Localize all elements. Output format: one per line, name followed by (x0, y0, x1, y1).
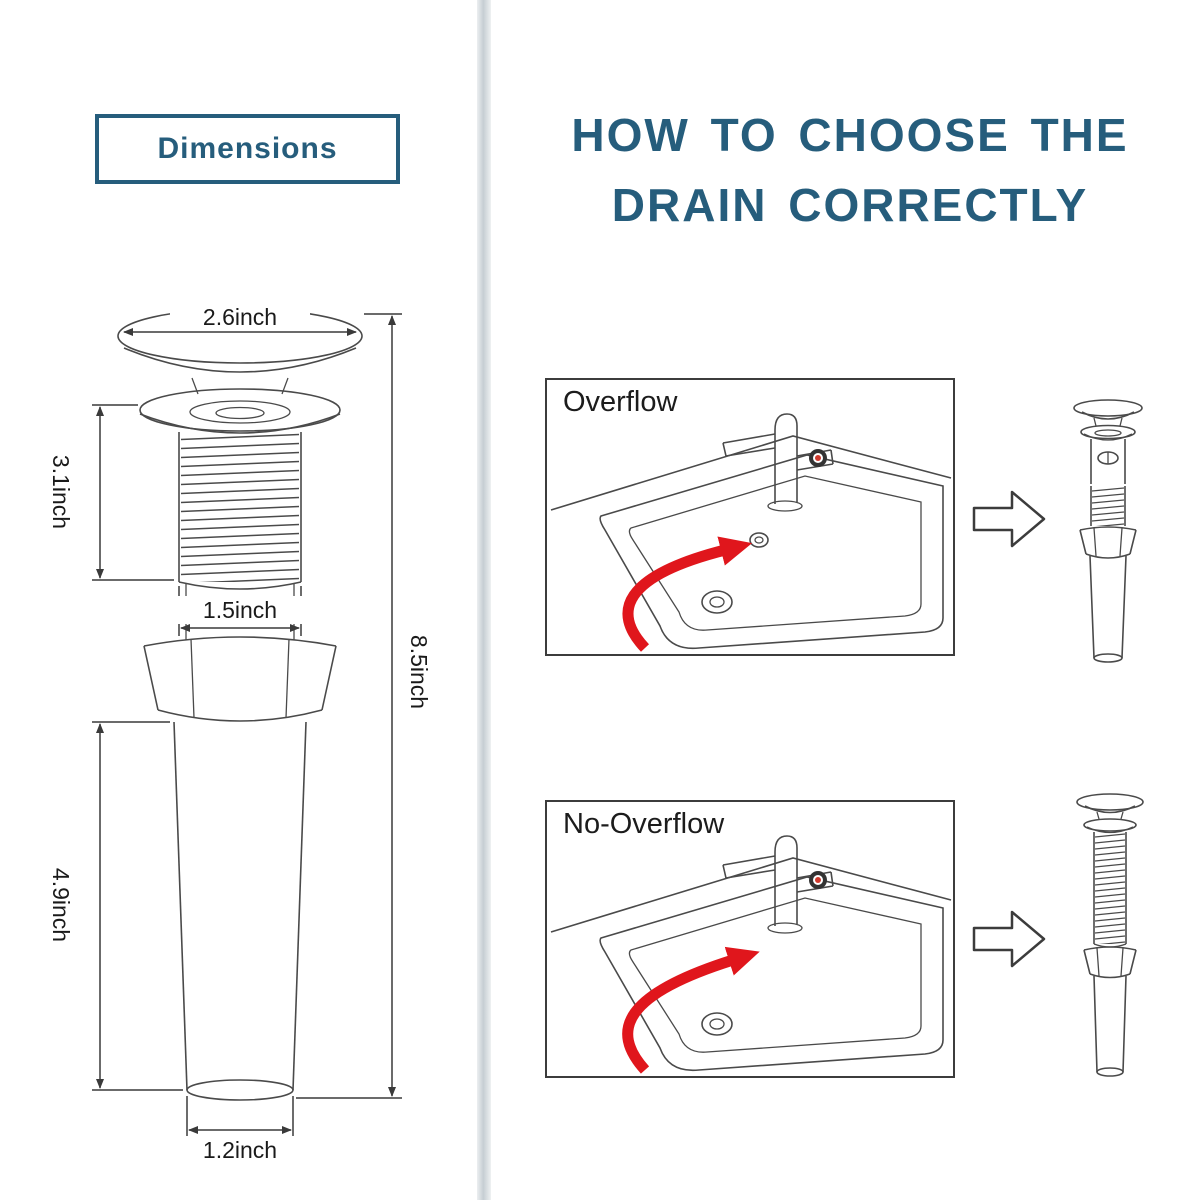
right-block-arrow-icon (972, 910, 1046, 968)
overflow-label: Overflow (563, 386, 678, 418)
overflow-hole (749, 532, 769, 548)
drain-dimension-drawing (92, 308, 402, 1138)
sink-overflow-illustration (550, 413, 952, 652)
dimension-tail-height (92, 721, 183, 1091)
sink-drawing (550, 857, 952, 1072)
sink-drawing (550, 435, 952, 650)
guide-title-line1: HOW TO CHOOSE THE (571, 109, 1129, 161)
thread-width-label: 1.5inch (170, 596, 310, 624)
overall-height-label: 8.5inch (403, 612, 433, 732)
dimension-tail-width (186, 1096, 294, 1138)
overflow-option-box: Overflow (545, 378, 955, 656)
drain-flange (139, 388, 341, 434)
overflow-window (1097, 451, 1119, 465)
dimension-thread-height (92, 404, 174, 581)
drain-with-overflow-illustration (1073, 399, 1143, 663)
tail-width-label: 1.2inch (170, 1136, 310, 1164)
drain-tailpiece (173, 721, 307, 1101)
red-curved-arrow-icon (622, 946, 760, 1074)
red-curved-arrow-icon (622, 536, 753, 652)
faucet (722, 413, 834, 512)
drain-without-overflow-illustration (1076, 793, 1144, 1077)
dimensions-title: Dimensions (157, 132, 338, 165)
drain-hole (701, 1012, 733, 1036)
center-divider (477, 0, 491, 1200)
dimension-overall-height (296, 313, 402, 1099)
thread-height-label: 3.1inch (45, 432, 75, 552)
sink-no-overflow-illustration (550, 835, 952, 1074)
tail-height-label: 4.9inch (45, 845, 75, 965)
guide-title-line2: DRAIN CORRECTLY (611, 179, 1089, 231)
drain-threads (178, 432, 302, 640)
guide-title: HOW TO CHOOSE THE DRAIN CORRECTLY (500, 112, 1200, 228)
cap-width-label: 2.6inch (170, 303, 310, 331)
drain-hole (701, 590, 733, 614)
no-overflow-option-box: No-Overflow (545, 800, 955, 1078)
no-overflow-label: No-Overflow (563, 808, 725, 840)
dimensions-title-box: Dimensions (95, 114, 400, 184)
faucet (722, 835, 834, 934)
drain-locknut (143, 636, 337, 722)
right-block-arrow-icon (972, 490, 1046, 548)
